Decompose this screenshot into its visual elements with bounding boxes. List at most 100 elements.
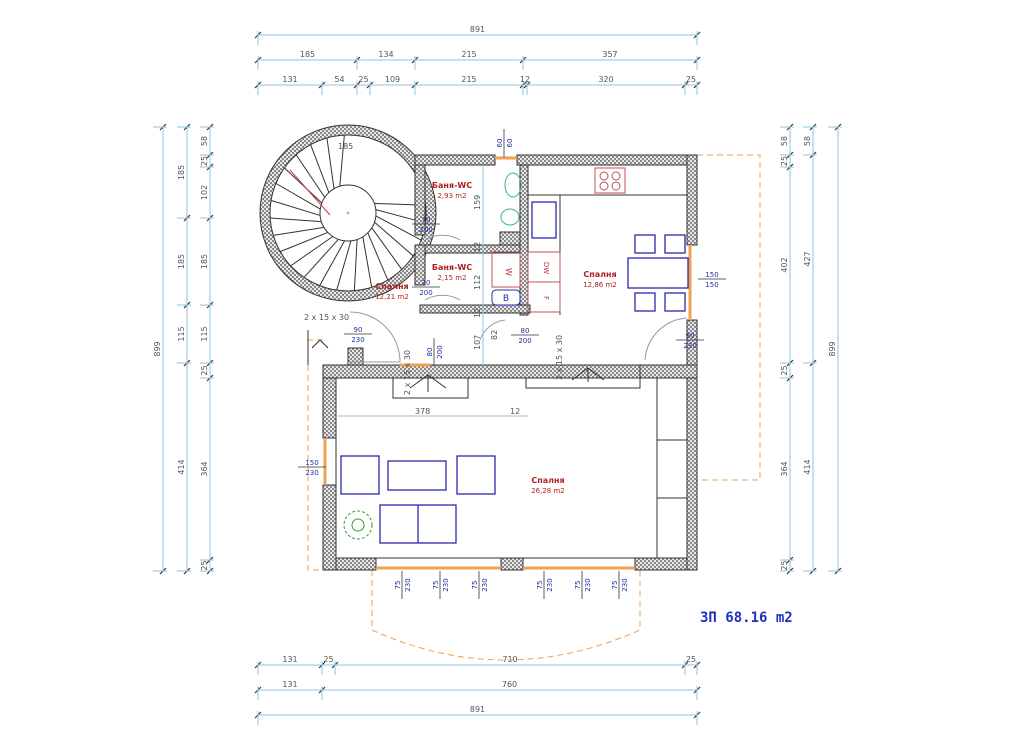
stair-step: [275, 182, 321, 210]
stair-step: [371, 227, 403, 270]
dimension-label: 25: [200, 365, 209, 375]
stair-spec: 2 x 15 x 30: [403, 350, 412, 395]
stair-step: [319, 240, 346, 286]
walls: [322, 154, 698, 571]
dimension-label: 320: [598, 75, 613, 84]
dimension-label: 12: [520, 75, 530, 84]
dimension-label: 58: [780, 136, 789, 146]
dimension-label: 25: [780, 156, 789, 166]
opening-height: 200: [436, 345, 444, 358]
room-name: Баня-WC: [432, 181, 472, 190]
stair-step: [374, 221, 414, 257]
dim-label: 107: [473, 335, 482, 350]
stair-step: [375, 215, 422, 241]
room-area: 2,93 m2: [437, 192, 466, 200]
room-name: Спалня: [583, 270, 616, 279]
dimension-label: 25: [358, 75, 368, 84]
opening-height: 230: [351, 336, 364, 344]
room-labels: Баня-WC 2,93 m2 Баня-WC 2,15 m2 Спалня 1…: [375, 181, 617, 495]
doors: [349, 234, 688, 363]
stair-step: [326, 137, 335, 189]
dimension-label: 58: [803, 136, 812, 146]
stair-step: [270, 199, 321, 216]
dimension-label: 25: [200, 560, 209, 570]
appliance-labels: W DW F B: [503, 262, 550, 304]
dimension-label: 54: [334, 75, 344, 84]
dimension-label: 25: [200, 156, 209, 166]
opening-height: 60: [506, 139, 514, 148]
terrace-outline-front: [371, 570, 641, 661]
dimension-label: 414: [803, 459, 812, 474]
opening-height: 200: [419, 289, 432, 297]
room-name: Спалня: [531, 476, 564, 485]
opening-width: 90: [686, 332, 695, 340]
dimension-label: 899: [828, 341, 837, 356]
dimension-label: 115: [200, 326, 209, 341]
dimension-label: 185: [200, 254, 209, 269]
dim-label: 12: [510, 407, 520, 416]
dimension-label: 899: [153, 341, 162, 356]
boiler-label: B: [503, 294, 509, 304]
kitchen-furniture: [491, 167, 689, 315]
stair-step: [339, 135, 345, 187]
dimension-label: 109: [385, 75, 400, 84]
dimension-label: 25: [780, 560, 789, 570]
stair-spec: 2 x 15 x 30: [304, 313, 349, 322]
dimension-label: 131: [282, 75, 297, 84]
opening-width: 75: [394, 581, 402, 590]
terrace-outline-left: [307, 339, 323, 571]
opening-width: 60: [496, 139, 504, 148]
terrace-outline-right: [697, 154, 761, 481]
dimension-label: 357: [602, 50, 617, 59]
opening-height: 230: [546, 578, 554, 591]
stair-step: [353, 239, 358, 291]
opening-height: 150: [705, 281, 718, 289]
room-area: 26,28 m2: [531, 487, 565, 495]
stair-step: [336, 240, 352, 291]
opening-width: 150: [305, 459, 318, 467]
opening-width: 75: [574, 581, 582, 590]
opening-width: 150: [705, 271, 718, 279]
room-area: 12,21 m2: [375, 293, 409, 301]
opening-width: 70: [422, 279, 431, 287]
dimension-label: 185: [300, 50, 315, 59]
opening-height: 200: [419, 226, 432, 234]
dim-label: 112: [473, 275, 482, 290]
dimension-label: 215: [461, 50, 476, 59]
stair-step: [295, 154, 326, 198]
dimension-label: 25: [780, 365, 789, 375]
stair-spec: 2 x 15 x 30: [555, 335, 564, 380]
dimension-label: 25: [686, 655, 696, 664]
dimension-label: 131: [282, 680, 297, 689]
opening-height: 230: [621, 578, 629, 591]
spiral-staircase: [259, 124, 437, 302]
dimension-label: 102: [200, 185, 209, 200]
internal-dimensions: 159 112 12 12 107 82 378 12: [336, 165, 528, 417]
opening-height: 230: [683, 342, 696, 350]
stair-step: [290, 236, 334, 267]
stair-step: [270, 217, 322, 223]
dimension-label: 134: [378, 50, 393, 59]
washer-label: W: [504, 268, 513, 276]
dimension-label: 891: [470, 705, 485, 714]
stair-step: [362, 236, 373, 288]
opening-height: 200: [518, 337, 531, 345]
dishwasher-label: DW: [542, 262, 550, 274]
opening-height: 230: [442, 578, 450, 591]
opening-height: 230: [305, 469, 318, 477]
dim-label: 378: [415, 407, 430, 416]
dim-label: 82: [490, 330, 499, 340]
dimension-label: 185: [177, 165, 186, 180]
opening-width: 70: [422, 216, 431, 224]
